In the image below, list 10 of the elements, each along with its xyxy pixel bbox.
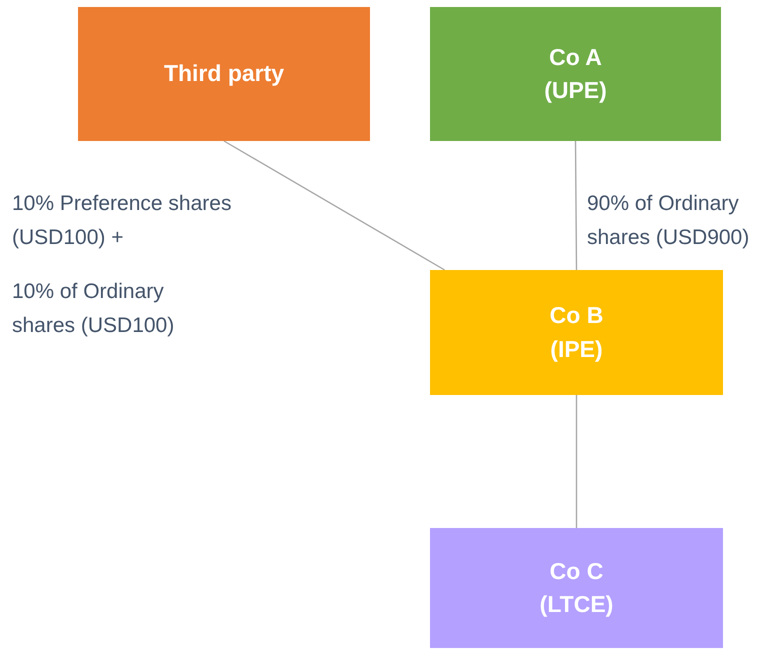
entity-box: Co A (UPE) — [430, 7, 721, 141]
connector-line — [224, 140, 445, 271]
entity-box: Co B (IPE) — [430, 270, 723, 395]
connector-line — [576, 395, 578, 528]
entity-box: Co C (LTCE) — [430, 528, 723, 648]
shareholding-note: 10% Preference shares (USD100) + — [12, 191, 232, 251]
connector-line — [574, 141, 578, 270]
shareholding-note: 10% of Ordinary shares (USD100) — [12, 279, 176, 339]
shareholding-note: 90% of Ordinary shares (USD900) — [587, 191, 750, 251]
entity-box: Third party — [78, 7, 370, 141]
